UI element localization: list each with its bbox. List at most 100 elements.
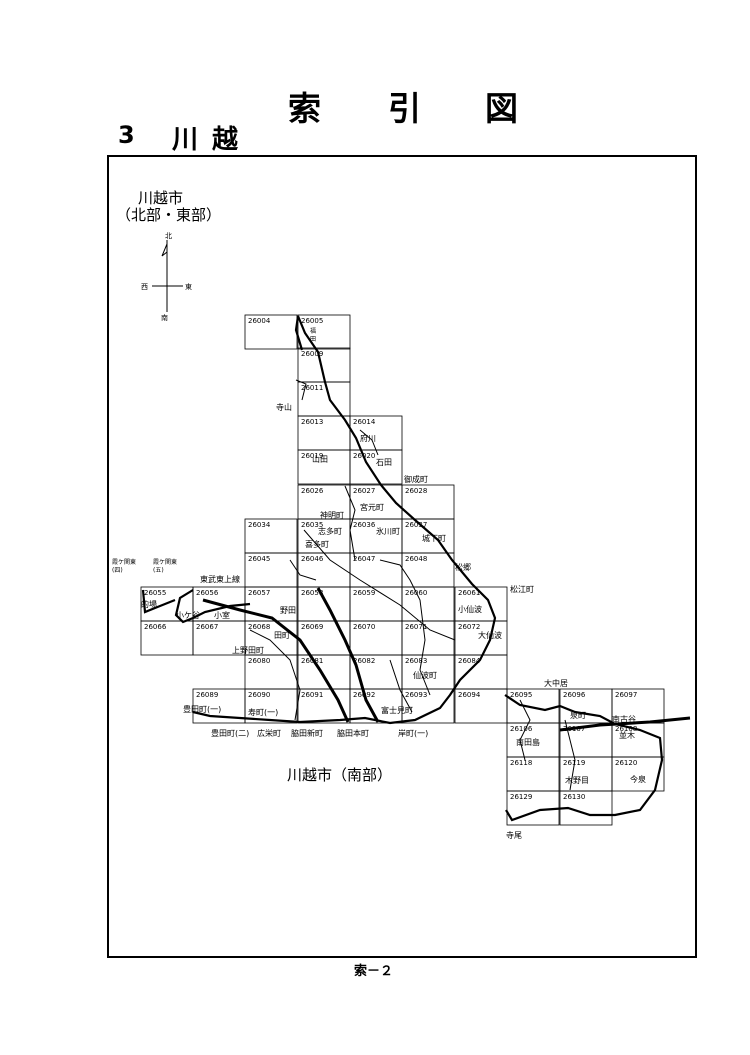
grid-cell-code: 26014: [353, 418, 376, 426]
grid-cell-code: 26067: [196, 623, 218, 631]
grid-cell-code: 26004: [248, 317, 271, 325]
grid-cell-code: 26059: [353, 589, 375, 597]
place-name-yamada: 山田: [312, 454, 328, 464]
grid-cell: [297, 314, 351, 350]
title-char-3: 図: [485, 89, 518, 128]
grid-cell-code: 26055: [144, 589, 166, 597]
place-name-teraoo: 寺尾: [506, 831, 522, 840]
compass-south-label: 南: [161, 314, 168, 322]
place-name-imaizumi: 今泉: [630, 774, 646, 784]
place-name-gojonari: 御成町: [404, 474, 428, 484]
place-name-namiki: 並木: [619, 730, 635, 740]
place-name-minamifuruya: 南古谷: [612, 714, 636, 724]
grid-cell-code: 26048: [405, 555, 427, 563]
grid-cell-code: 26129: [510, 793, 532, 801]
grid-cell-code: 26081: [301, 657, 323, 665]
place-name-nozomi: 野田: [280, 606, 296, 615]
grid-cell-code: 26097: [615, 691, 637, 699]
place-name-fukuda: 田: [310, 336, 316, 343]
compass-west-label: 西: [141, 283, 148, 291]
grid-cell-code: 26071: [405, 623, 427, 631]
railway-lines: [202, 587, 691, 732]
grid-cell-code: 26036: [353, 521, 376, 529]
grid-cell-code: 26026: [301, 487, 324, 495]
place-name-wakita_honcho: 脇田本町: [337, 728, 369, 738]
place-name-osenba: 大仙波: [478, 630, 502, 640]
place-name-matsugo: 松郷: [455, 562, 471, 572]
place-name-shinmei: 神明町: [320, 510, 344, 520]
grid-cell-code: 26061: [458, 589, 480, 597]
place-name-kosenba: 小仙波: [458, 604, 482, 614]
place-name-kasumigaseki_higashi_5: 霞ケ関東: [153, 558, 177, 566]
grid-cell-code: 26013: [301, 418, 323, 426]
place-name-matoba: 的場: [141, 599, 157, 609]
grid-cell-code: 26047: [353, 555, 375, 563]
grid-cell: [611, 756, 665, 792]
grid-cell-code: 26118: [510, 759, 532, 767]
place-name-komuro: 小室: [214, 610, 230, 620]
grid-cell-code: 26084: [458, 657, 481, 665]
place-name-kishimachi: 岸町(一): [398, 729, 428, 738]
compass-east-label: 東: [185, 283, 192, 291]
place-name-toyoda_1: 豊田町(一): [183, 704, 221, 714]
compass-north-label: 北: [165, 232, 172, 240]
place-name-kasumigaseki_higashi_4: (四): [112, 567, 123, 574]
place-name-onakai: 大中居: [544, 678, 568, 688]
map-frame: [107, 155, 697, 958]
place-name-fukawa: 府川: [360, 433, 376, 443]
north-area-label: 川越市 （北部・東部）: [116, 190, 221, 224]
place-name-miyamoto: 宮元町: [360, 502, 384, 512]
grid-cell-code: 26106: [510, 725, 533, 733]
grid-cell-code: 26028: [405, 487, 427, 495]
grid-cell-code: 26089: [196, 691, 218, 699]
grid-cell-code: 26057: [248, 589, 270, 597]
index-map-title: 索 引 図: [250, 82, 550, 128]
place-name-kamino_tamachi: 上野田町: [232, 646, 264, 655]
place-name-wakita_shinmachi: 脇田新町: [291, 728, 323, 738]
place-name-senba: 仙波町: [413, 670, 437, 680]
place-name-toyoda_2: 豊田町(二): [211, 728, 249, 738]
title-char-1: 索: [288, 89, 321, 128]
grid-cell-code: 26011: [301, 384, 323, 392]
place-name-kasumigaseki_higashi_4: 霞ケ関東: [112, 558, 136, 566]
grid-cell-code: 26056: [196, 589, 219, 597]
place-name-hikawa: 氷川町: [376, 526, 400, 536]
grid-cell-code: 26045: [248, 555, 270, 563]
grid-cell-code: 26083: [405, 657, 427, 665]
grid-cell-code: 26082: [353, 657, 375, 665]
place-name-shiroshita: 城下町: [422, 534, 446, 543]
place-name-koyagaya: 小ケ谷: [176, 611, 200, 620]
place-name-terayama: 寺山: [276, 402, 292, 412]
grid-cell-code: 26096: [563, 691, 586, 699]
grid-cell-code: 26066: [144, 623, 167, 631]
grid-cell-code: 26068: [248, 623, 270, 631]
grid-cell-code: 26069: [301, 623, 323, 631]
place-name-minamitajima: 南田島: [516, 737, 540, 747]
grid-cell-code: 26035: [301, 521, 323, 529]
place-name-kasumigaseki_higashi_5: (五): [153, 567, 164, 574]
place-name-shimodamachi: 志多町: [318, 526, 342, 536]
place-name-layer: 福田寺山府川山田石田御成町宮元町神明町志多町喜多町氷川町城下町松郷松江町霞ケ関東…: [112, 327, 646, 840]
place-name-tamachi: 田町: [274, 631, 290, 640]
grid-cell-code: 26080: [248, 657, 270, 665]
place-name-matsue: 松江町: [510, 584, 534, 594]
section-number: 3: [118, 121, 135, 149]
grid-cell-code: 26072: [458, 623, 480, 631]
north-area-line1: 川越市: [138, 189, 184, 207]
grid-cell-code: 26027: [353, 487, 375, 495]
place-name-fukuda: 福: [310, 327, 316, 335]
grid-cell-code: 26093: [405, 691, 427, 699]
grid-cell-code: 26019: [301, 452, 323, 460]
grid-cell-code: 26095: [510, 691, 532, 699]
title-char-2: 引: [388, 89, 421, 128]
grid-cell-code: 26108: [615, 725, 637, 733]
grid-cell-code: 26091: [301, 691, 323, 699]
north-area-line2: （北部・東部）: [116, 206, 222, 224]
grid-cell-code: 26090: [248, 691, 270, 699]
district-lines: [249, 379, 576, 791]
grid-cell-code: 26130: [563, 793, 585, 801]
place-name-kitamachi: 喜多町: [305, 539, 329, 549]
place-name-kinome: 木野目: [565, 775, 589, 785]
